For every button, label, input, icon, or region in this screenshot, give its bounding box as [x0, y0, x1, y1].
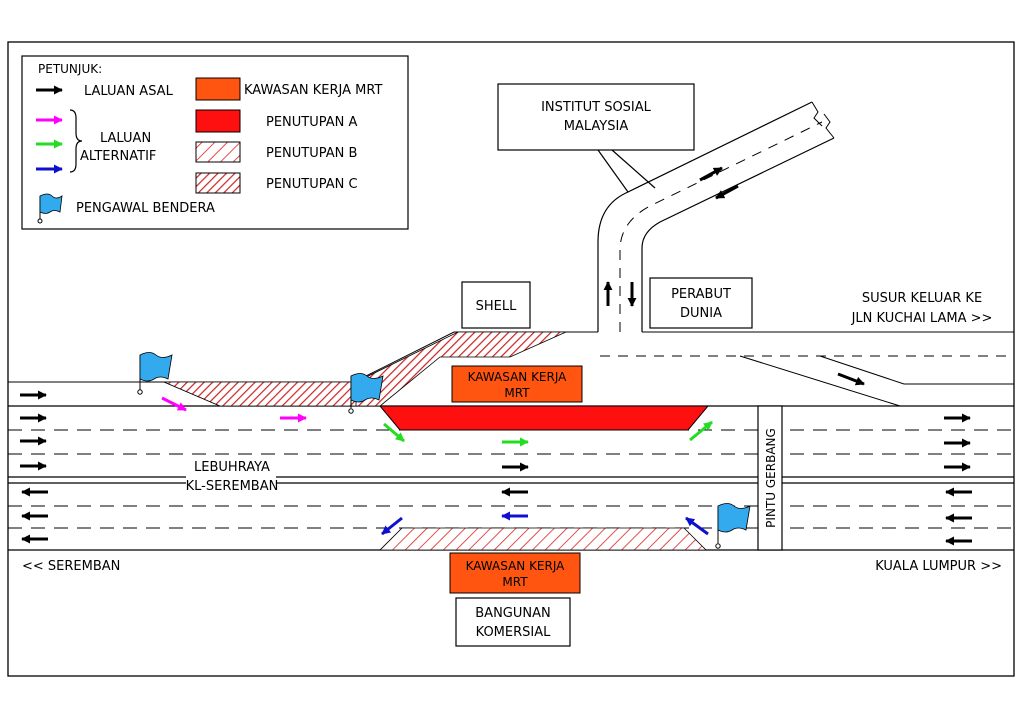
flag-icon	[348, 373, 384, 414]
kawasan-kerja-top	[451, 365, 583, 403]
original-route-arrows	[20, 166, 972, 546]
legend-laluan-alt-2: ALTERNATIF	[80, 149, 156, 164]
kuala-lumpur-label: KUALA LUMPUR >>	[875, 559, 1002, 574]
bangunan-box	[455, 597, 571, 647]
legend-penutupan-c-swatch	[195, 172, 241, 194]
kerja-bot-label-2: MRT	[502, 575, 528, 589]
green-arrow-icon	[383, 422, 405, 443]
seremban-label: << SEREMBAN	[22, 559, 120, 574]
legend-kawasan-swatch	[195, 77, 241, 101]
lebuhraya-bg	[186, 457, 276, 493]
arrow-diagonal-icon	[699, 166, 723, 182]
pintu-gerbang-label: PINTU GERBANG	[764, 428, 778, 528]
susur-label-2: JLN KUCHAI LAMA >>	[851, 311, 993, 326]
arrow-diagonal-icon	[837, 372, 865, 386]
flag-icon	[715, 503, 751, 549]
flag-icon	[137, 352, 173, 395]
institut-label-2: MALAYSIA	[564, 119, 629, 134]
kerja-top-label-1: KAWASAN KERJA	[468, 370, 568, 384]
legend-kawasan-kerja: KAWASAN KERJA MRT	[244, 83, 382, 98]
bangunan-label-1: BANGUNAN	[475, 606, 550, 621]
kerja-top-label-2: MRT	[504, 386, 530, 400]
legend-pengawal: PENGAWAL BENDERA	[76, 201, 215, 216]
penutupan-c-shoulder	[163, 381, 357, 407]
legend-penutupan-b-swatch	[195, 141, 241, 163]
legend-penutupan-a-swatch	[195, 109, 241, 133]
magenta-arrow-icon	[161, 396, 187, 412]
perabut-label-2: DUNIA	[680, 306, 722, 321]
lebuhraya-label-1: LEBUHRAYA	[194, 460, 270, 475]
legend: PETUNJUK: LALUAN ASAL LALUAN ALTERNATIF …	[21, 55, 409, 230]
penutupan-b-zone	[379, 527, 707, 551]
perabut-box	[649, 277, 753, 329]
blue-arrow-icon	[685, 516, 709, 536]
legend-penutupan-c: PENUTUPAN C	[266, 177, 358, 192]
institut-box	[497, 83, 695, 151]
susur-label-1: SUSUR KELUAR KE	[862, 291, 982, 306]
legend-flag-icon	[37, 193, 63, 224]
shell-box	[461, 281, 531, 329]
perabut-label-1: PERABUT	[671, 287, 731, 302]
pintu-gerbang-box	[757, 405, 783, 551]
legend-penutupan-a: PENUTUPAN A	[266, 115, 358, 130]
legend-brace-icon	[69, 109, 83, 173]
bangunan-label-2: KOMERSIAL	[476, 625, 551, 640]
legend-laluan-asal: LALUAN ASAL	[84, 84, 174, 99]
map-frame	[7, 41, 1015, 677]
penutupan-a-zone	[378, 405, 710, 431]
legend-title: PETUNJUK:	[38, 62, 102, 76]
lebuhraya-label-2: KL-SEREMBAN	[186, 479, 279, 494]
legend-penutupan-b: PENUTUPAN B	[266, 146, 357, 161]
arrow-diagonal-icon	[715, 184, 739, 200]
shell-label: SHELL	[476, 299, 517, 314]
blue-arrow-icon	[381, 516, 403, 536]
legend-laluan-alt-1: LALUAN	[100, 131, 151, 146]
kerja-bot-label-1: KAWASAN KERJA	[466, 559, 566, 573]
kawasan-kerja-bottom	[449, 552, 581, 594]
alternative-route-arrows	[161, 396, 713, 536]
institut-label-1: INSTITUT SOSIAL	[541, 100, 652, 115]
green-arrow-icon	[689, 420, 713, 442]
